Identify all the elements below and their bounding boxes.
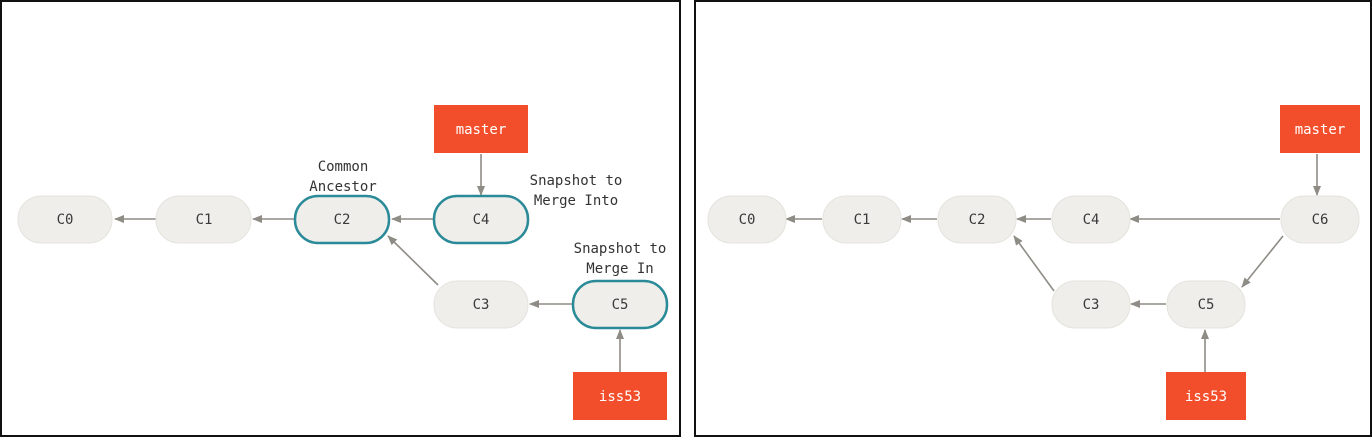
annotation-snapshot-merge-in: Snapshot to Merge In (574, 241, 667, 277)
branch-iss53: iss53 (573, 372, 667, 420)
commit-c3-label: C3 (473, 297, 490, 313)
annotation-common-ancestor: Common Ancestor (309, 159, 376, 195)
commit-c5: C5 (1166, 280, 1246, 329)
branch-master-label: master (456, 122, 507, 138)
annotation-line: Merge In (586, 261, 653, 277)
right-diagram-svg: C0 C1 C2 C4 C6 C3 C5 master (707, 105, 1360, 420)
diagram-before-merge: C0 C1 C2 C4 C3 C5 master iss53 (0, 0, 681, 437)
commit-c4: C4 (432, 194, 530, 245)
annotation-snapshot-merge-into: Snapshot to Merge Into (530, 173, 623, 209)
commit-c0: C0 (17, 195, 113, 244)
commit-c0-label: C0 (57, 212, 74, 228)
commit-c1-label: C1 (854, 212, 871, 228)
branch-iss53-label: iss53 (599, 389, 641, 405)
annotation-line: Snapshot to (530, 173, 623, 189)
commit-c4-label: C4 (473, 212, 490, 228)
left-diagram-svg: C0 C1 C2 C4 C3 C5 master iss53 (17, 105, 669, 420)
commit-c3: C3 (1051, 280, 1131, 329)
branch-iss53-label: iss53 (1185, 389, 1227, 405)
commit-c4: C4 (1051, 195, 1131, 244)
branch-master: master (1280, 105, 1360, 153)
commit-c5-label: C5 (1198, 297, 1215, 313)
branch-master: master (434, 105, 528, 153)
commit-c0: C0 (707, 195, 787, 244)
commit-c1-label: C1 (196, 212, 213, 228)
commit-c2-label: C2 (334, 212, 351, 228)
annotation-line: Snapshot to (574, 241, 667, 257)
branch-iss53: iss53 (1166, 372, 1246, 420)
diagram-after-merge: C0 C1 C2 C4 C6 C3 C5 master (694, 0, 1372, 437)
annotation-line: Ancestor (309, 179, 376, 195)
commit-c2: C2 (293, 194, 391, 245)
commit-c4-label: C4 (1083, 212, 1100, 228)
branch-master-label: master (1295, 122, 1346, 138)
commit-c3: C3 (433, 280, 529, 329)
arrow-c6-c5 (1241, 235, 1284, 288)
commit-c6-label: C6 (1312, 212, 1329, 228)
annotation-line: Common (318, 159, 369, 175)
commit-c3-label: C3 (1083, 297, 1100, 313)
commit-c6: C6 (1280, 195, 1360, 244)
commit-c1: C1 (155, 195, 252, 244)
commit-c1: C1 (822, 195, 902, 244)
arrow-c3-c2 (1013, 235, 1055, 292)
commit-c2: C2 (937, 195, 1017, 244)
annotation-line: Merge Into (534, 193, 618, 209)
commit-c5: C5 (571, 279, 669, 330)
arrow-c3-c2 (387, 235, 439, 286)
commit-c0-label: C0 (739, 212, 756, 228)
commit-c2-label: C2 (969, 212, 986, 228)
commit-c5-label: C5 (612, 297, 629, 313)
